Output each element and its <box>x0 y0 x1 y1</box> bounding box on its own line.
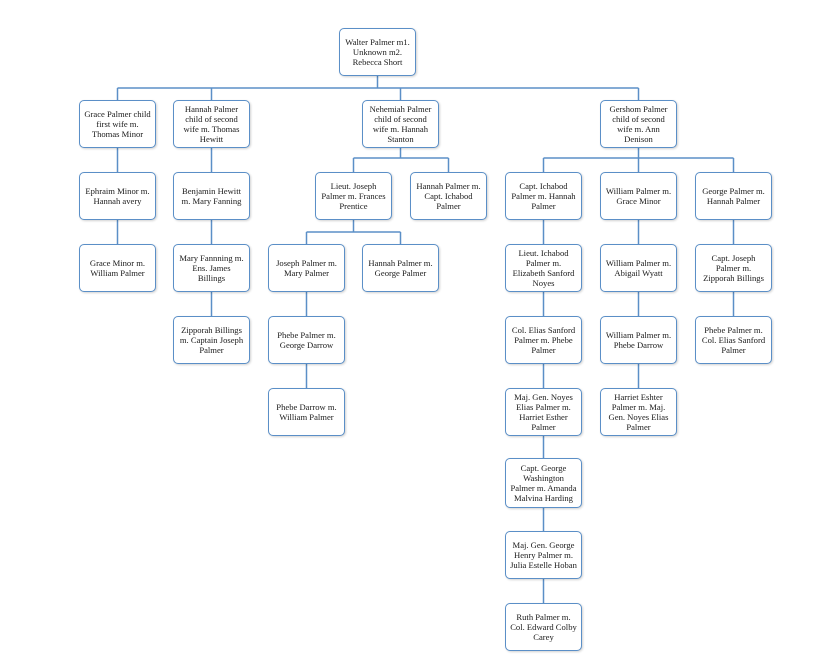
person-node-gershom: Gershom Palmer child of second wife m. A… <box>600 100 677 148</box>
person-node-captjoseph: Capt. Joseph Palmer m. Zipporah Billings <box>695 244 772 292</box>
person-node-ephraim: Ephraim Minor m. Hannah avery <box>79 172 156 220</box>
person-node-label: Hannah Palmer m. Capt. Ichabod Palmer <box>416 181 481 211</box>
person-node-zipporah: Zipporah Billings m. Captain Joseph Palm… <box>173 316 250 364</box>
person-node-label: Walter Palmer m1. Unknown m2. Rebecca Sh… <box>345 37 410 67</box>
person-node-lieutichabod: Lieut. Ichabod Palmer m. Elizabeth Sanfo… <box>505 244 582 292</box>
person-node-label: Lieut. Joseph Palmer m. Frances Prentice <box>321 181 386 211</box>
person-node-grace: Grace Palmer child first wife m. Thomas … <box>79 100 156 148</box>
person-node-colelias1: Col. Elias Sanford Palmer m. Phebe Palme… <box>505 316 582 364</box>
person-node-hannah2: Hannah Palmer m. Capt. Ichabod Palmer <box>410 172 487 220</box>
person-node-william3: William Palmer m. Phebe Darrow <box>600 316 677 364</box>
person-node-label: Lieut. Ichabod Palmer m. Elizabeth Sanfo… <box>512 248 575 288</box>
person-node-label: Joseph Palmer m. Mary Palmer <box>276 258 337 278</box>
person-node-label: George Palmer m. Hannah Palmer <box>702 186 765 206</box>
person-node-label: Col. Elias Sanford Palmer m. Phebe Palme… <box>511 325 576 355</box>
person-node-hannah3: Hannah Palmer m. George Palmer <box>362 244 439 292</box>
person-node-label: William Palmer m. Grace Minor <box>605 186 672 206</box>
person-node-label: Mary Fannning m. Ens. James Billings <box>179 253 244 283</box>
person-node-label: Phebe Palmer m. Col. Elias Sanford Palme… <box>701 325 766 355</box>
person-node-label: Capt. Ichabod Palmer m. Hannah Palmer <box>511 181 576 211</box>
person-node-label: Maj. Gen. George Henry Palmer m. Julia E… <box>510 540 577 570</box>
person-node-benjamin: Benjamin Hewitt m. Mary Fanning <box>173 172 250 220</box>
person-node-label: Ephraim Minor m. Hannah avery <box>85 186 150 206</box>
person-node-label: Hannah Palmer m. George Palmer <box>368 258 433 278</box>
person-node-walter: Walter Palmer m1. Unknown m2. Rebecca Sh… <box>339 28 416 76</box>
person-node-majnoyes: Maj. Gen. Noyes Elias Palmer m. Harriet … <box>505 388 582 436</box>
person-node-label: Grace Palmer child first wife m. Thomas … <box>84 109 151 139</box>
person-node-label: Benjamin Hewitt m. Mary Fanning <box>181 186 242 206</box>
person-node-label: William Palmer m. Phebe Darrow <box>605 330 672 350</box>
person-node-label: Phebe Palmer m. George Darrow <box>277 330 336 350</box>
person-node-ruth: Ruth Palmer m. Col. Edward Colby Carey <box>505 603 582 651</box>
person-node-phebedarrow: Phebe Darrow m. William Palmer <box>268 388 345 436</box>
person-node-captichabod: Capt. Ichabod Palmer m. Hannah Palmer <box>505 172 582 220</box>
person-node-harriet: Harriet Eshter Palmer m. Maj. Gen. Noyes… <box>600 388 677 436</box>
person-node-captgeorge: Capt. George Washington Palmer m. Amanda… <box>505 458 582 508</box>
person-node-phebe2: Phebe Palmer m. Col. Elias Sanford Palme… <box>695 316 772 364</box>
person-node-george1: George Palmer m. Hannah Palmer <box>695 172 772 220</box>
person-node-william2: William Palmer m. Abigail Wyatt <box>600 244 677 292</box>
person-node-josephmary: Joseph Palmer m. Mary Palmer <box>268 244 345 292</box>
person-node-lieutjoseph: Lieut. Joseph Palmer m. Frances Prentice <box>315 172 392 220</box>
person-node-nehemiah: Nehemiah Palmer child of second wife m. … <box>362 100 439 148</box>
person-node-william1: William Palmer m. Grace Minor <box>600 172 677 220</box>
person-node-graceminor: Grace Minor m. William Palmer <box>79 244 156 292</box>
person-node-majgeorge: Maj. Gen. George Henry Palmer m. Julia E… <box>505 531 582 579</box>
person-node-label: Gershom Palmer child of second wife m. A… <box>609 104 668 144</box>
person-node-label: Phebe Darrow m. William Palmer <box>276 402 337 422</box>
person-node-label: Capt. George Washington Palmer m. Amanda… <box>510 463 577 503</box>
person-node-label: Maj. Gen. Noyes Elias Palmer m. Harriet … <box>514 392 573 432</box>
person-node-label: Capt. Joseph Palmer m. Zipporah Billings <box>703 253 764 283</box>
person-node-label: Nehemiah Palmer child of second wife m. … <box>369 104 432 144</box>
person-node-label: Ruth Palmer m. Col. Edward Colby Carey <box>510 612 577 642</box>
person-node-hannah1: Hannah Palmer child of second wife m. Th… <box>173 100 250 148</box>
person-node-phebe1: Phebe Palmer m. George Darrow <box>268 316 345 364</box>
person-node-maryfanning: Mary Fannning m. Ens. James Billings <box>173 244 250 292</box>
person-node-label: Grace Minor m. William Palmer <box>89 258 146 278</box>
person-node-label: William Palmer m. Abigail Wyatt <box>605 258 672 278</box>
person-node-label: Hannah Palmer child of second wife m. Th… <box>183 104 240 144</box>
person-node-label: Zipporah Billings m. Captain Joseph Palm… <box>179 325 244 355</box>
person-node-label: Harriet Eshter Palmer m. Maj. Gen. Noyes… <box>608 392 669 432</box>
